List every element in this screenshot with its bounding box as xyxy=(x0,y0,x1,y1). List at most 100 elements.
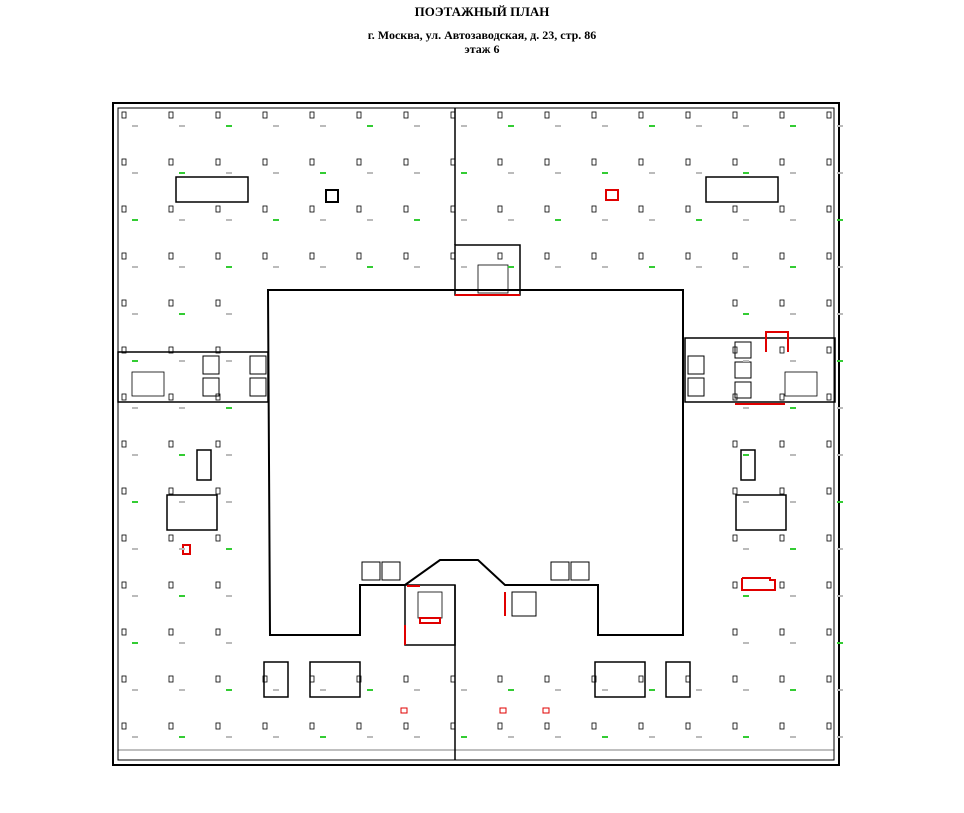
dimension-mark xyxy=(602,266,608,268)
dimension-mark xyxy=(132,407,138,409)
dimension-mark xyxy=(555,266,561,268)
structural-column xyxy=(403,205,409,213)
structural-column xyxy=(121,205,127,213)
dimension-mark xyxy=(790,501,796,503)
dimension-mark xyxy=(602,125,608,127)
dimension-mark xyxy=(837,595,843,597)
dimension-mark xyxy=(743,407,749,409)
structural-column xyxy=(356,205,362,213)
structural-column xyxy=(779,628,785,636)
dimension-mark xyxy=(837,125,843,127)
structural-column xyxy=(168,440,174,448)
dimension-mark xyxy=(743,548,749,550)
dimension-mark xyxy=(790,219,796,221)
dimension-mark xyxy=(743,360,749,362)
elevator-east-3 xyxy=(734,341,752,359)
structural-column xyxy=(262,675,268,683)
dimension-mark xyxy=(743,501,749,503)
structural-column xyxy=(309,675,315,683)
dimension-mark xyxy=(696,172,702,174)
structural-column xyxy=(215,534,221,542)
structural-column xyxy=(168,346,174,354)
dimension-mark xyxy=(837,360,843,362)
structural-column xyxy=(121,158,127,166)
structural-column xyxy=(732,534,738,542)
highlight-box-s1 xyxy=(400,707,408,714)
structural-column xyxy=(215,111,221,119)
structural-column xyxy=(779,393,785,401)
structural-column xyxy=(826,252,832,260)
structural-column xyxy=(262,205,268,213)
structural-column xyxy=(215,581,221,589)
structural-column xyxy=(544,158,550,166)
structural-column xyxy=(544,252,550,260)
dimension-mark xyxy=(226,125,232,127)
plan-title: ПОЭТАЖНЫЙ ПЛАН xyxy=(414,4,550,19)
core-west xyxy=(117,351,269,403)
elevator-east-4 xyxy=(734,361,752,379)
structural-column xyxy=(403,111,409,119)
structural-column xyxy=(168,487,174,495)
structural-column xyxy=(309,205,315,213)
dimension-mark xyxy=(790,313,796,315)
dimension-mark xyxy=(226,266,232,268)
dimension-mark xyxy=(649,219,655,221)
dimension-mark xyxy=(649,125,655,127)
dimension-mark xyxy=(555,172,561,174)
dimension-mark xyxy=(602,219,608,221)
stair-west-steps xyxy=(131,371,165,397)
dimension-mark xyxy=(743,172,749,174)
structural-column xyxy=(450,722,456,730)
structural-column xyxy=(685,158,691,166)
structural-column xyxy=(826,581,832,589)
structural-column xyxy=(826,346,832,354)
structural-column xyxy=(168,534,174,542)
structural-column xyxy=(685,722,691,730)
structural-column xyxy=(262,722,268,730)
dimension-mark xyxy=(179,501,185,503)
dimension-mark xyxy=(555,689,561,691)
structural-column xyxy=(732,346,738,354)
dimension-mark xyxy=(226,689,232,691)
dimension-mark xyxy=(602,689,608,691)
dimension-mark xyxy=(179,595,185,597)
dimension-mark xyxy=(837,736,843,738)
dimension-mark xyxy=(790,689,796,691)
dimension-mark xyxy=(132,642,138,644)
structural-column xyxy=(826,111,832,119)
structural-column xyxy=(215,675,221,683)
structural-column xyxy=(356,158,362,166)
shaft-e xyxy=(740,449,756,481)
structural-column xyxy=(544,675,550,683)
dimension-mark xyxy=(696,125,702,127)
dimension-mark xyxy=(273,689,279,691)
outer-wall xyxy=(112,102,840,766)
structural-column xyxy=(826,534,832,542)
dimension-mark xyxy=(273,266,279,268)
structural-column xyxy=(168,722,174,730)
structural-column xyxy=(215,393,221,401)
structural-column xyxy=(638,111,644,119)
structural-column xyxy=(779,722,785,730)
structural-column xyxy=(215,346,221,354)
dimension-mark xyxy=(179,736,185,738)
structural-column xyxy=(450,158,456,166)
dimension-mark xyxy=(132,125,138,127)
dimension-mark xyxy=(179,642,185,644)
dimension-mark xyxy=(132,689,138,691)
structural-column xyxy=(685,111,691,119)
structural-column xyxy=(779,675,785,683)
structural-column xyxy=(826,675,832,683)
structural-column xyxy=(591,675,597,683)
structural-column xyxy=(638,158,644,166)
dimension-mark xyxy=(461,219,467,221)
structural-column xyxy=(826,722,832,730)
structural-column xyxy=(779,440,785,448)
stair-south-steps xyxy=(417,591,443,619)
elevator-west-1 xyxy=(202,355,220,375)
dimension-mark xyxy=(790,172,796,174)
wc-block-se2 xyxy=(665,661,691,698)
structural-column xyxy=(732,581,738,589)
highlight-south-3 xyxy=(419,617,441,624)
